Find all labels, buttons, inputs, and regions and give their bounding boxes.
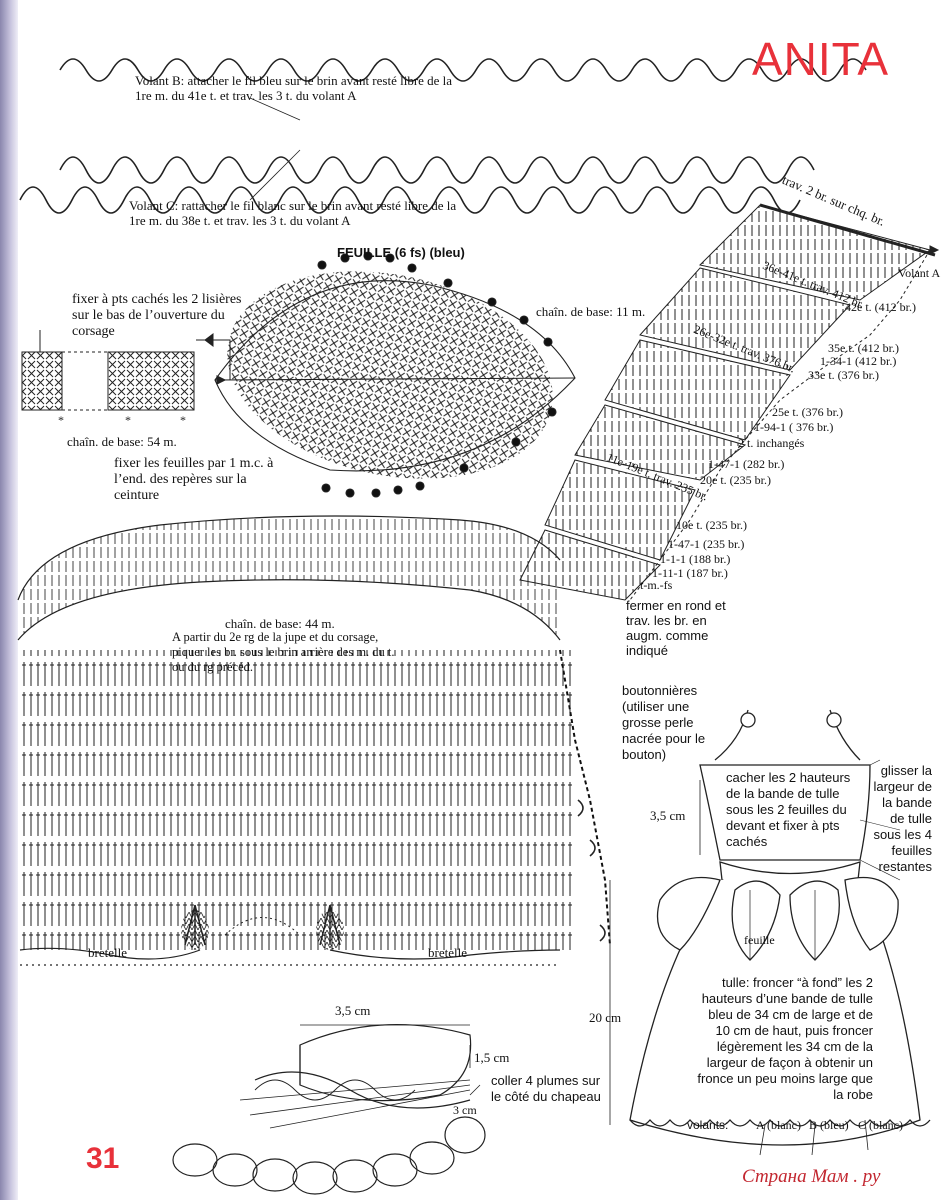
strap-label-left: bretelle <box>88 945 127 960</box>
bodice-base-chain: chaîn. de base: 44 m. <box>225 616 335 631</box>
skirt-row-unchanged: 2 t. inchangés <box>738 436 805 450</box>
hat-drawing <box>172 1023 486 1195</box>
dress-volant-b: B (bleu) <box>809 1118 849 1132</box>
buttonholes-note: boutonnières (utiliser une grosse perle … <box>622 683 706 762</box>
page-number: 31 <box>86 1142 120 1175</box>
skirt-row-33: 33e t. (376 br.) <box>808 368 879 382</box>
dress-bodice-height: 3,5 cm <box>650 808 686 823</box>
leaf-chart <box>214 251 576 498</box>
skirt-row-35: 35e t. (412 br.) <box>828 341 899 355</box>
skirt-row-10: 10e t. (235 br.) <box>676 518 747 532</box>
volant-b-note: Volant B: attacher le fil bleu sur le br… <box>135 73 453 103</box>
dress-tulle-note: tulle: froncer “à fond” les 2 hauteurs d… <box>697 975 873 1102</box>
belt-base-chain: chaîn. de base: 54 m. <box>67 434 177 449</box>
skirt-row-1-47-1-a: 1-47-1 (282 br.) <box>708 457 785 471</box>
hat-height: 1,5 cm <box>474 1050 510 1065</box>
hat-width: 3,5 cm <box>335 1003 371 1018</box>
watermark: Страна Мам . ру <box>742 1166 881 1187</box>
leaf-base-chain: chaîn. de base: 11 m. <box>536 304 646 319</box>
volant-c-note: Volant C: rattacher le fil blanc sur le … <box>129 198 457 228</box>
belt-chart: * * * <box>21 330 231 427</box>
bodice-chart <box>17 515 611 966</box>
svg-text:*: * <box>125 413 131 427</box>
skirt-row-1-47-1-b: 1-47-1 (235 br.) <box>668 537 745 551</box>
dress-drawing <box>609 709 931 1156</box>
skirt-row-1-1-1: 1-1-1 (188 br.) <box>660 552 731 566</box>
volant-a-label: Volant A <box>898 266 941 280</box>
belt-sew-note: fixer à pts cachés les 2 lisières sur le… <box>72 292 242 339</box>
skirt-row-1-11-1: 1-11-1 (187 br.) <box>652 566 728 580</box>
leaf-title: FEUILLE (6 fs) (bleu) <box>337 245 465 260</box>
dress-slide-tulle-note: glisser la largeur de la bande de tulle … <box>873 763 932 874</box>
skirt-row-base: t-m.-fs <box>640 578 673 592</box>
dress-volants-label: volants: <box>687 1118 729 1132</box>
dress-leaf-label: feuille <box>744 933 775 947</box>
page-binding <box>0 0 18 1200</box>
dress-volant-c: C (blanc) <box>858 1118 903 1132</box>
ruffle-wave-lines <box>19 58 867 214</box>
bodice-instructions: A partir du 2e rg de la jupe et du corsa… <box>172 630 395 674</box>
dress-hide-tulle-note: cacher les 2 hauteurs de la bande de tul… <box>726 770 851 849</box>
dress-length: 20 cm <box>589 1010 622 1025</box>
skirt-row-1-94-1: 1-94-1 ( 376 br.) <box>754 420 834 434</box>
hat-feathers-note: coller 4 plumes sur le côté du chapeau <box>491 1073 601 1104</box>
skirt-row-1-34-1: 1-34-1 (412 br.) <box>820 354 897 368</box>
skirt-row-42: 42e t. (412 br.) <box>845 300 916 314</box>
skirt-chart <box>519 203 940 601</box>
strap-label-right: bretelle <box>428 945 467 960</box>
leaves-attach-note: fixer les feuilles par 1 m.c. à l’end. d… <box>114 456 274 503</box>
skirt-row-20: 20e t. (235 br.) <box>700 473 771 487</box>
skirt-close-note: fermer en rond et trav. les br. en augm.… <box>626 598 726 658</box>
pattern-title: ANITA <box>752 33 890 85</box>
hat-depth: 3 cm <box>453 1103 477 1117</box>
svg-text:*: * <box>180 413 186 427</box>
skirt-row-25: 25e t. (376 br.) <box>772 405 843 419</box>
dress-volant-a: A (blanc) <box>756 1118 801 1132</box>
svg-text:*: * <box>58 413 64 427</box>
